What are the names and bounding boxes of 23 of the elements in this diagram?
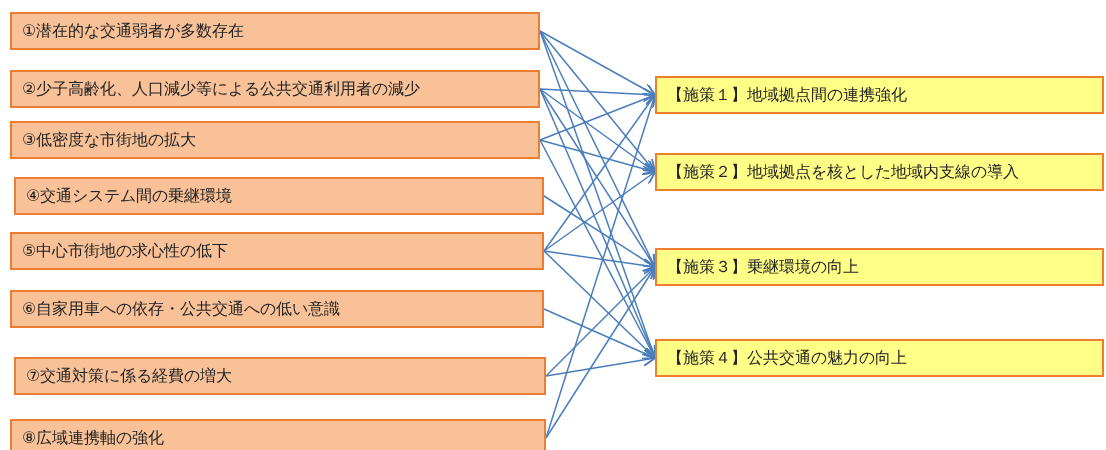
arrow [543,171,656,252]
arrow [545,353,656,377]
issue-box: ⑥自家用車への依存・公共交通への低い意識 [10,290,544,328]
policy-box: 【施策３】乗継環境の向上 [655,248,1104,286]
arrow [539,30,656,96]
issue-box: ①潜在的な交通弱者が多数存在 [10,12,540,50]
policy-box: 【施策４】公共交通の魅力の向上 [655,339,1104,377]
arrow [539,88,656,268]
arrow [543,195,656,268]
arrow [539,92,656,141]
issue-box: ⑧広域連携軸の強化 [10,419,546,450]
arrow [543,250,656,359]
arrow [545,266,656,377]
arrow [545,266,656,439]
arrow [539,88,656,173]
issue-box: ②少子高齢化、人口減少等による公共交通利用者の減少 [10,70,540,108]
issue-box: ④交通システム間の乗継環境 [14,177,544,215]
policy-box: 【施策１】地域拠点間の連携強化 [655,76,1104,114]
issue-box: ⑦交通対策に係る経費の増大 [14,357,546,395]
issue-box: ③低密度な市街地の拡大 [10,121,540,159]
issue-box: ⑤中心市街地の求心性の低下 [10,232,544,270]
policy-box: 【施策２】地域拠点を核とした地域内支線の導入 [655,153,1104,191]
arrow [539,30,656,173]
